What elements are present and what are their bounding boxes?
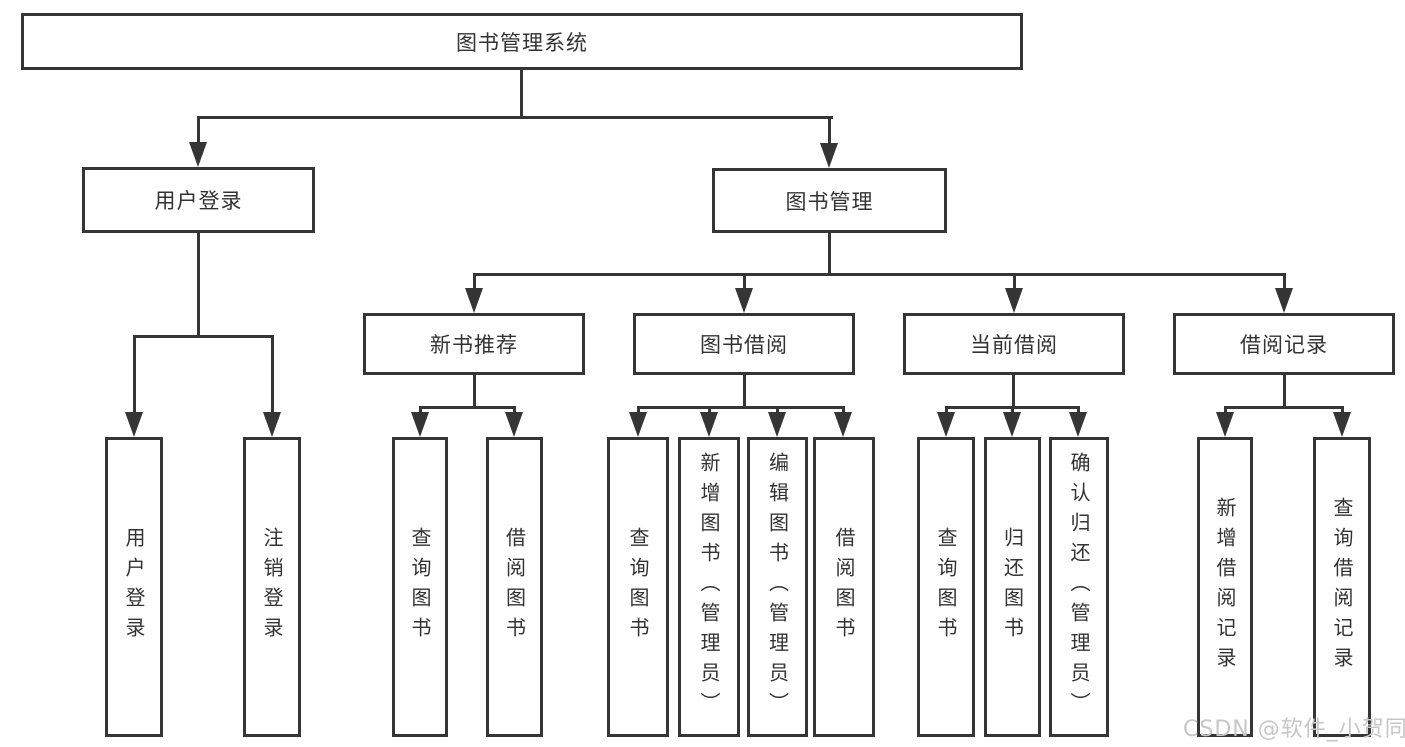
arrowhead-borrowing-records	[1275, 288, 1293, 313]
node-leaf-bb-borrow-label: 借阅图书	[832, 527, 856, 647]
line-drop-bb-edit	[776, 406, 779, 416]
node-leaf-bb-edit-label: 编辑图书（管理员）	[765, 452, 790, 722]
node-root: 图书管理系统	[21, 13, 1023, 70]
line-book-mgmt-stem	[828, 232, 831, 276]
line-bb-rail	[637, 406, 845, 409]
arrowhead-br-add	[1216, 412, 1234, 437]
node-borrowing-records-label: 借阅记录	[1240, 333, 1328, 357]
node-leaf-nbr-borrow: 借阅图书	[486, 437, 543, 737]
arrowhead-book-mgmt	[820, 143, 838, 168]
node-book-mgmt-label: 图书管理	[785, 189, 874, 214]
line-drop-cb-query	[945, 406, 948, 416]
line-cb-stem	[1012, 375, 1015, 409]
node-borrowing-records: 借阅记录	[1173, 313, 1395, 375]
node-book-borrowing: 图书借阅	[633, 313, 855, 375]
node-leaf-bb-borrow: 借阅图书	[813, 437, 875, 737]
node-leaf-br-query: 查询借阅记录	[1313, 437, 1371, 737]
node-leaf-br-add-label: 新增借阅记录	[1213, 497, 1237, 677]
line-level1-rail	[197, 116, 833, 119]
line-br-rail	[1224, 406, 1343, 409]
node-leaf-user-login-label: 用户登录	[122, 527, 146, 647]
arrowhead-current-borrowing	[1005, 288, 1023, 313]
arrowhead-leaf-logout	[263, 412, 281, 437]
line-drop-bb-add	[708, 406, 711, 416]
node-leaf-bb-query-label: 查询图书	[626, 527, 650, 647]
arrowhead-bb-borrow	[834, 412, 852, 437]
node-leaf-cb-confirm: 确认归还（管理员）	[1049, 437, 1109, 737]
node-leaf-logout-label: 注销登录	[260, 527, 284, 647]
arrowhead-nbr-query	[411, 412, 429, 437]
node-user-login: 用户登录	[82, 167, 315, 233]
node-leaf-cb-return-label: 归还图书	[1000, 527, 1025, 647]
node-user-login-label: 用户登录	[154, 189, 243, 213]
node-leaf-br-add: 新增借阅记录	[1197, 437, 1253, 737]
node-new-book-rec: 新书推荐	[363, 313, 585, 375]
line-drop-br-add	[1224, 406, 1227, 416]
node-leaf-bb-edit: 编辑图书（管理员）	[747, 437, 808, 737]
arrowhead-new-book-rec	[465, 288, 483, 313]
node-leaf-cb-query-label: 查询图书	[934, 527, 958, 647]
line-drop-user-login	[197, 116, 200, 146]
arrowhead-leaf-user-login	[125, 412, 143, 437]
arrowhead-nbr-borrow	[505, 412, 523, 437]
node-leaf-logout: 注销登录	[243, 437, 301, 737]
line-drop-nbr-borrow	[513, 406, 516, 416]
node-book-borrowing-label: 图书借阅	[700, 333, 788, 357]
node-new-book-rec-label: 新书推荐	[430, 333, 518, 357]
line-drop-bb-query	[637, 406, 640, 416]
line-drop-leaf-user-login	[133, 335, 136, 415]
line-drop-br-query	[1341, 406, 1344, 416]
node-leaf-br-query-label: 查询借阅记录	[1330, 497, 1354, 677]
node-leaf-nbr-query: 查询图书	[392, 437, 448, 737]
csdn-watermark: CSDN @软件_小贺同学	[1183, 717, 1405, 742]
line-bb-stem	[743, 375, 746, 409]
line-user-login-stem	[197, 232, 200, 338]
line-nbr-rail	[419, 406, 516, 409]
node-root-label: 图书管理系统	[456, 30, 588, 55]
node-leaf-bb-add: 新增图书（管理员）	[678, 437, 740, 737]
node-leaf-cb-confirm-label: 确认归还（管理员）	[1067, 452, 1091, 722]
node-leaf-nbr-query-label: 查询图书	[408, 527, 432, 647]
arrowhead-cb-confirm	[1069, 412, 1087, 437]
line-user-login-rail	[133, 335, 274, 338]
line-drop-book-borrowing	[743, 273, 746, 291]
line-drop-current-borrowing	[1013, 273, 1016, 291]
arrowhead-bb-add	[700, 412, 718, 437]
line-drop-book-mgmt	[828, 116, 831, 146]
arrowhead-user-login	[189, 142, 207, 167]
arrowhead-br-query	[1333, 412, 1351, 437]
node-leaf-bb-query: 查询图书	[607, 437, 669, 737]
node-leaf-nbr-borrow-label: 借阅图书	[502, 527, 527, 647]
line-drop-bb-borrow	[842, 406, 845, 416]
node-current-borrowing: 当前借阅	[903, 313, 1125, 375]
node-book-mgmt: 图书管理	[712, 168, 947, 233]
line-drop-nbr-query	[419, 406, 422, 416]
line-drop-cb-return	[1011, 406, 1014, 416]
line-drop-cb-confirm	[1077, 406, 1080, 416]
line-br-stem	[1283, 375, 1286, 409]
arrowhead-cb-query	[937, 412, 955, 437]
line-level3-rail	[473, 273, 1285, 276]
line-root-stem	[520, 69, 523, 119]
line-nbr-stem	[473, 375, 476, 409]
node-leaf-cb-query: 查询图书	[917, 437, 975, 737]
arrowhead-cb-return	[1003, 412, 1021, 437]
node-leaf-user-login: 用户登录	[105, 437, 163, 737]
node-current-borrowing-label: 当前借阅	[970, 333, 1058, 357]
line-drop-new-book-rec	[473, 273, 476, 291]
node-leaf-bb-add-label: 新增图书（管理员）	[697, 452, 721, 722]
line-drop-leaf-logout	[271, 335, 274, 415]
arrowhead-bb-edit	[768, 412, 786, 437]
arrowhead-bb-query	[629, 412, 647, 437]
arrowhead-book-borrowing	[735, 288, 753, 313]
line-drop-borrowing-records	[1283, 273, 1286, 291]
node-leaf-cb-return: 归还图书	[984, 437, 1041, 737]
